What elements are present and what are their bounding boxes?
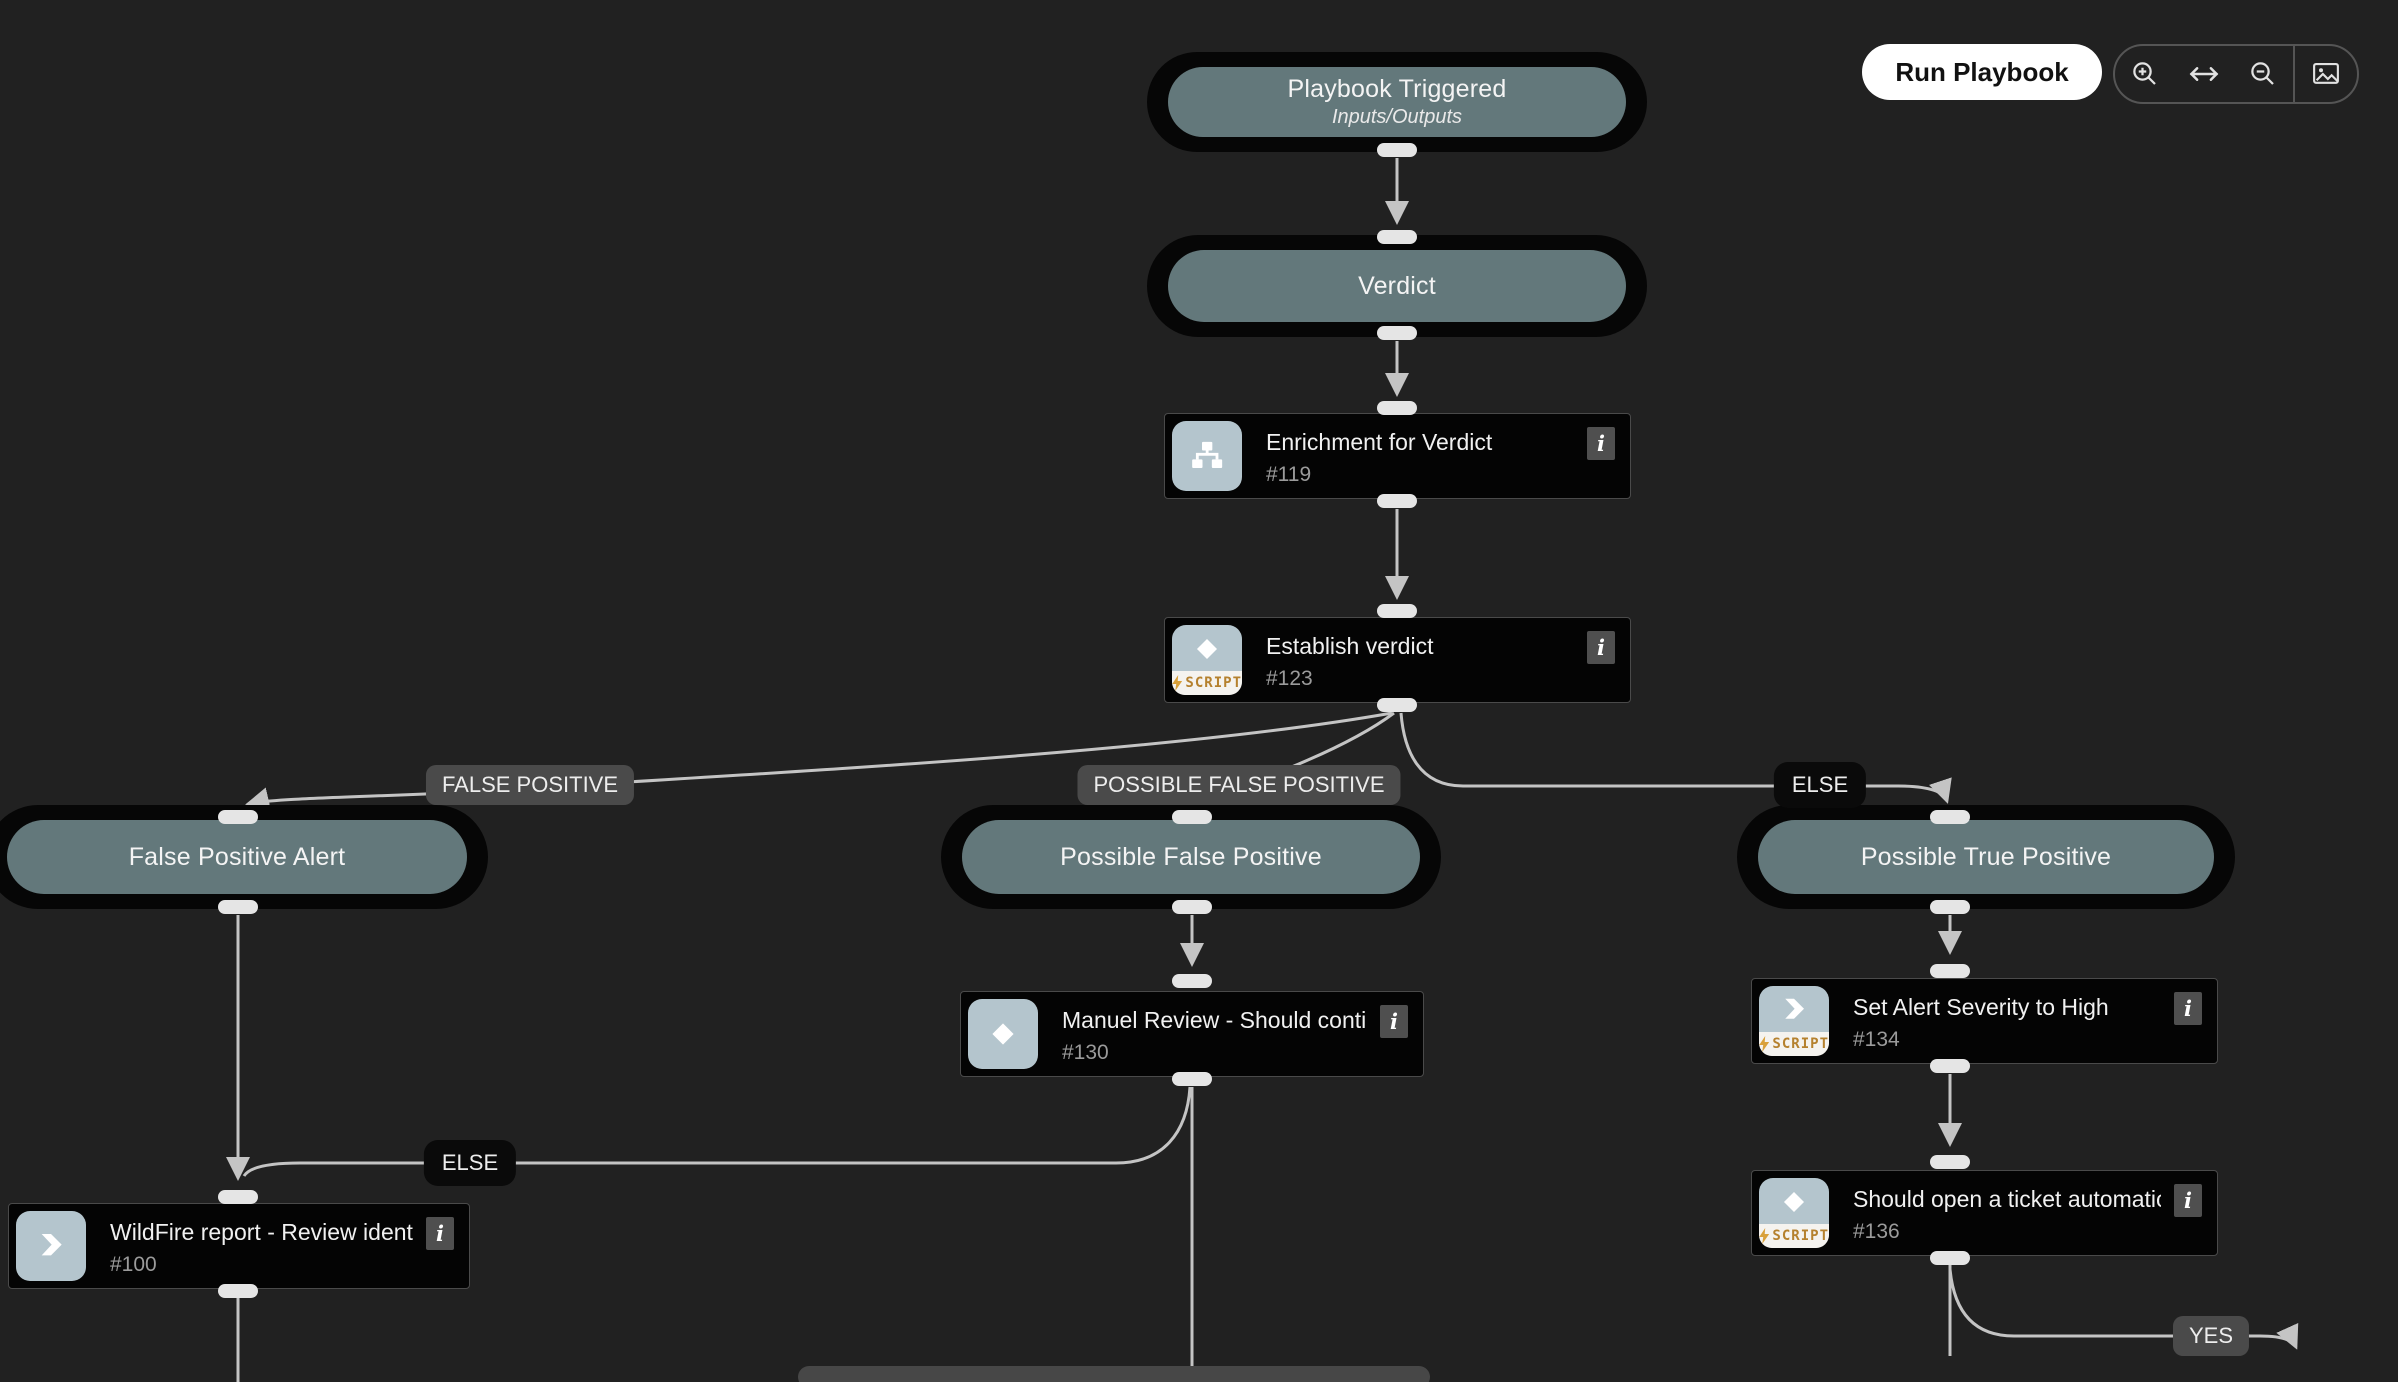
- stage-verdict[interactable]: Verdict: [1147, 235, 1647, 337]
- info-icon[interactable]: i: [1587, 427, 1615, 460]
- task-node-wildfire-report[interactable]: WildFire report - Review identified ... …: [8, 1203, 470, 1289]
- connector[interactable]: [1377, 401, 1417, 415]
- stage-subtitle: Inputs/Outputs: [1331, 106, 1463, 128]
- task-node-manual-review[interactable]: Manuel Review - Should continue t... #13…: [960, 991, 1424, 1077]
- horizontal-scrollbar-thumb[interactable]: [798, 1366, 1430, 1382]
- connector[interactable]: [218, 900, 258, 914]
- script-badge: SCRIPT: [1172, 671, 1242, 695]
- branch-label-possible-false-positive: POSSIBLE FALSE POSITIVE: [1077, 765, 1401, 805]
- task-id: #119: [1266, 463, 1312, 486]
- connector[interactable]: [218, 1190, 258, 1204]
- connector[interactable]: [1377, 604, 1417, 618]
- stage-title: False Positive Alert: [128, 842, 346, 871]
- task-node-open-ticket[interactable]: SCRIPT Should open a ticket automaticall…: [1751, 1170, 2218, 1256]
- branch-label-false-positive: FALSE POSITIVE: [425, 765, 635, 805]
- connector[interactable]: [1930, 964, 1970, 978]
- task-title: Enrichment for Verdict: [1266, 429, 1493, 455]
- task-title: Establish verdict: [1266, 633, 1434, 659]
- snapshot-image-icon[interactable]: [2295, 46, 2357, 102]
- branch-label-else-top: ELSE: [1773, 762, 1867, 808]
- run-playbook-button[interactable]: Run Playbook: [1862, 44, 2102, 100]
- info-icon[interactable]: i: [2174, 992, 2202, 1025]
- lightning-icon: [1759, 1036, 1770, 1052]
- task-node-set-alert-severity[interactable]: SCRIPT Set Alert Severity to High #134 i: [1751, 978, 2218, 1064]
- task-title: WildFire report - Review identified ...: [110, 1219, 413, 1245]
- automation-script-icon: SCRIPT: [1759, 986, 1829, 1056]
- connector[interactable]: [1930, 900, 1970, 914]
- connector[interactable]: [1172, 810, 1212, 824]
- condition-icon: [968, 999, 1038, 1069]
- connector[interactable]: [1930, 1059, 1970, 1073]
- connector[interactable]: [1930, 1251, 1970, 1265]
- branch-label-yes: YES: [2172, 1316, 2250, 1356]
- stage-playbook-triggered[interactable]: Playbook Triggered Inputs/Outputs: [1147, 52, 1647, 152]
- task-title: Set Alert Severity to High: [1853, 994, 2109, 1020]
- stage-title: Possible False Positive: [1060, 842, 1322, 871]
- toolbar-divider: [2293, 46, 2295, 102]
- task-node-enrichment-for-verdict[interactable]: Enrichment for Verdict #119 i: [1164, 413, 1631, 499]
- connector[interactable]: [1377, 326, 1417, 340]
- stage-title: Possible True Positive: [1860, 842, 2112, 871]
- task-id: #136: [1853, 1220, 1900, 1243]
- connector[interactable]: [1377, 494, 1417, 508]
- connector[interactable]: [1172, 974, 1212, 988]
- connector[interactable]: [1377, 230, 1417, 244]
- connector[interactable]: [1377, 698, 1417, 712]
- info-icon[interactable]: i: [2174, 1184, 2202, 1217]
- info-icon[interactable]: i: [1380, 1005, 1408, 1038]
- lightning-icon: [1759, 1228, 1770, 1244]
- condition-script-icon: SCRIPT: [1759, 1178, 1829, 1248]
- connector[interactable]: [218, 1284, 258, 1298]
- fit-width-icon[interactable]: [2175, 46, 2233, 102]
- script-badge: SCRIPT: [1759, 1032, 1829, 1056]
- stage-title: Verdict: [1358, 271, 1436, 300]
- connector[interactable]: [1930, 810, 1970, 824]
- task-id: #134: [1853, 1028, 1900, 1051]
- task-id: #100: [110, 1253, 157, 1276]
- task-id: #130: [1062, 1041, 1109, 1064]
- condition-script-icon: SCRIPT: [1172, 625, 1242, 695]
- branch-label-else-left: ELSE: [423, 1140, 517, 1186]
- sub-playbook-icon: [1172, 421, 1242, 491]
- task-title: Should open a ticket automatically ...: [1853, 1186, 2161, 1212]
- connector[interactable]: [1930, 1155, 1970, 1169]
- stage-possible-true-positive[interactable]: Possible True Positive: [1737, 805, 2235, 909]
- zoom-in-icon[interactable]: [2115, 46, 2175, 102]
- script-badge: SCRIPT: [1759, 1224, 1829, 1248]
- task-id: #123: [1266, 667, 1313, 690]
- automation-icon: [16, 1211, 86, 1281]
- connector[interactable]: [1377, 143, 1417, 157]
- info-icon[interactable]: i: [1587, 631, 1615, 664]
- info-icon[interactable]: i: [426, 1217, 454, 1250]
- lightning-icon: [1172, 675, 1183, 691]
- stage-title: Playbook Triggered: [1287, 75, 1507, 103]
- connector[interactable]: [1172, 900, 1212, 914]
- connector[interactable]: [218, 810, 258, 824]
- task-node-establish-verdict[interactable]: SCRIPT Establish verdict #123 i: [1164, 617, 1631, 703]
- zoom-out-icon[interactable]: [2233, 46, 2293, 102]
- canvas-zoom-controls: [2113, 44, 2359, 104]
- task-title: Manuel Review - Should continue t...: [1062, 1007, 1367, 1033]
- connector[interactable]: [1172, 1072, 1212, 1086]
